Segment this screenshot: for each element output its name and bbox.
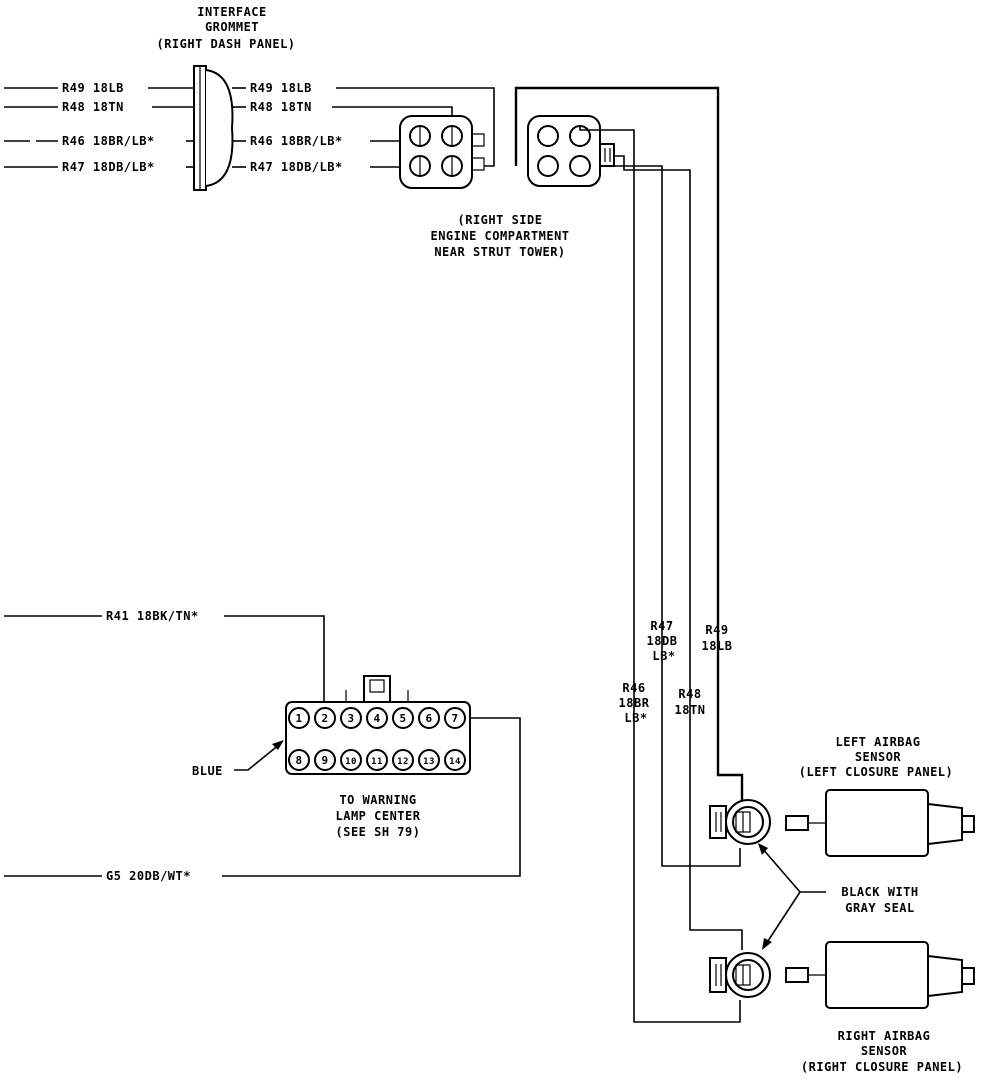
grommet-title-line2: GROMMET — [205, 20, 259, 34]
right-sensor-line2: SENSOR — [861, 1044, 908, 1058]
right-sensor-line1: RIGHT AIRBAG — [838, 1029, 931, 1043]
connector-pin-number: 2 — [321, 712, 328, 725]
connector-pin — [340, 749, 362, 771]
grommet-title: INTERFACE GROMMET (RIGHT DASH PANEL) — [156, 5, 295, 51]
left-sensor-line1: LEFT AIRBAG — [836, 735, 921, 749]
connector-pin-number: 11 — [371, 757, 383, 767]
grommet-title-line3: (RIGHT DASH PANEL) — [156, 37, 295, 51]
connector-pin — [366, 749, 388, 771]
engine-connector-female — [527, 115, 615, 187]
engine-connector-male — [399, 115, 485, 189]
engine-connector-caption-line2: ENGINE COMPARTMENT — [430, 229, 569, 243]
r47-label-line1: R47 — [650, 619, 673, 633]
connector-pin — [340, 707, 362, 729]
left-wire-label: R49 18LB — [62, 81, 124, 95]
blue-label: BLUE — [192, 764, 223, 778]
r49-label-line2: 18LB — [702, 639, 733, 653]
connector-pin — [444, 749, 466, 771]
left-wire-label: R47 18DB/LB* — [62, 160, 155, 174]
left-sensor-line3: (LEFT CLOSURE PANEL) — [799, 765, 954, 779]
connector-pin-number: 9 — [321, 754, 328, 767]
connector-pin — [418, 749, 440, 771]
warning-caption-line1: TO WARNING — [339, 793, 416, 807]
connector-pin-number: 4 — [373, 712, 380, 725]
right-wire-label: R47 18DB/LB* — [250, 160, 343, 174]
connector-pin-number: 7 — [451, 712, 458, 725]
connector-pin-number: 12 — [397, 757, 409, 767]
connector-pin — [392, 749, 414, 771]
connector-pin-number: 3 — [347, 712, 354, 725]
r46-label-line1: R46 — [622, 681, 645, 695]
seal-note-line1: BLACK WITH — [841, 885, 918, 899]
engine-connector-caption-line3: NEAR STRUT TOWER) — [434, 245, 565, 259]
grommet-title-line1: INTERFACE — [197, 5, 267, 19]
connector-pin-number: 6 — [425, 712, 432, 725]
r48-label-line2: 18TN — [675, 703, 706, 717]
connector-pin — [392, 707, 414, 729]
connector-pin — [366, 707, 388, 729]
right-sensor-line3: (RIGHT CLOSURE PANEL) — [801, 1060, 963, 1074]
right-wire-label: R48 18TN — [250, 100, 312, 114]
right-wire-label: R49 18LB — [250, 81, 312, 95]
harness-wires — [514, 86, 744, 1023]
warning-caption-line3: (SEE SH 79) — [336, 825, 421, 839]
connector-pin-number: 14 — [449, 757, 461, 767]
connector-pin — [288, 707, 310, 729]
connector-pin — [314, 749, 336, 771]
left-wires: R49 18LB R48 18TN R46 18BR/LB* R47 18DB/… — [4, 81, 194, 174]
connector-pin-number: 10 — [345, 757, 357, 767]
seal-note: BLACK WITH GRAY SEAL — [758, 843, 918, 950]
r47-label-line2: 18DB — [647, 634, 678, 648]
connector-pin-number: 13 — [423, 757, 435, 767]
connector-pin — [314, 707, 336, 729]
seal-note-line2: GRAY SEAL — [845, 901, 915, 915]
connector-pin — [444, 707, 466, 729]
right-wires: R49 18LB R48 18TN R46 18BR/LB* R47 18DB/… — [232, 81, 495, 174]
warning-caption-line2: LAMP CENTER — [336, 809, 421, 823]
r46-label-line2: 18BR — [619, 696, 650, 710]
r49-label-line1: R49 — [705, 623, 728, 637]
connector-pin — [288, 749, 310, 771]
r46-label-line3: LB* — [624, 711, 647, 725]
left-wire-label: R46 18BR/LB* — [62, 134, 155, 148]
interface-grommet — [193, 65, 234, 191]
left-wire-label: R48 18TN — [62, 100, 124, 114]
connector-pin-number: 1 — [295, 712, 302, 725]
left-sensor-line2: SENSOR — [855, 750, 902, 764]
g5-wire-label: G5 20DB/WT* — [106, 869, 191, 883]
connector-pin-number: 5 — [399, 712, 406, 725]
engine-connector-caption-line1: (RIGHT SIDE — [458, 213, 543, 227]
r48-label-line1: R48 — [678, 687, 701, 701]
left-airbag-sensor: LEFT AIRBAG SENSOR (LEFT CLOSURE PANEL) — [709, 735, 975, 857]
connector-pin-number: 8 — [295, 754, 302, 767]
r41-wire-label: R41 18BK/TN* — [106, 609, 199, 623]
r47-label-line3: LB* — [652, 649, 675, 663]
right-wire-label: R46 18BR/LB* — [250, 134, 343, 148]
connector-pin — [418, 707, 440, 729]
right-airbag-sensor: RIGHT AIRBAG SENSOR (RIGHT CLOSURE PANEL… — [709, 941, 975, 1074]
